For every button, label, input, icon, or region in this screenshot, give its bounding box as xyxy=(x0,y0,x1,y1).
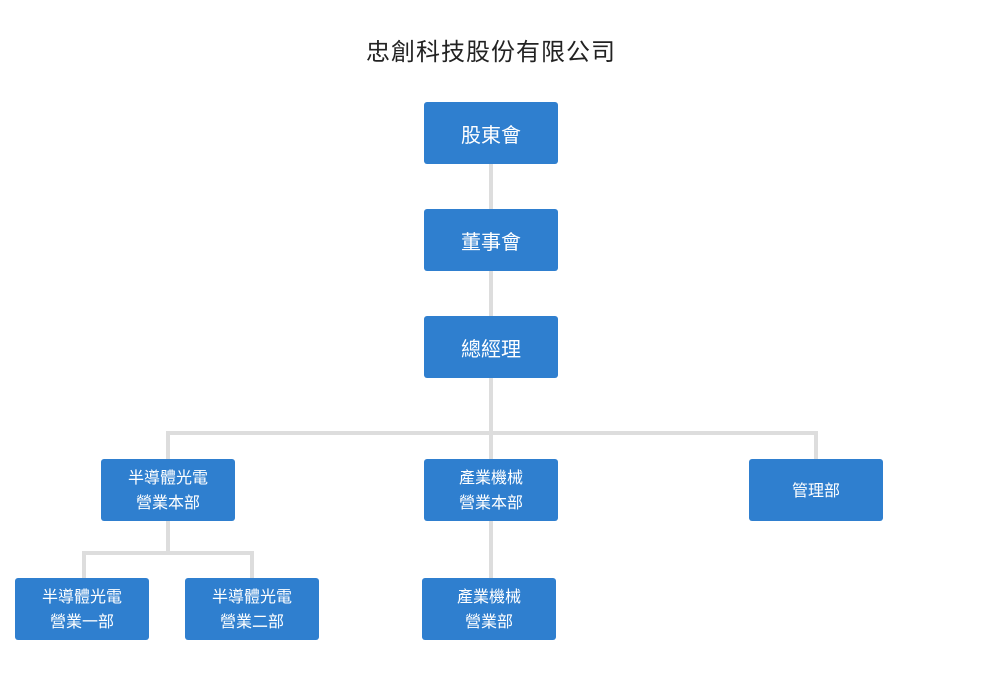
node-industrial-div: 產業機械 營業部 xyxy=(422,578,556,640)
node-industrial-div-line1: 產業機械 xyxy=(456,587,521,606)
node-industrial-hq-line1: 產業機械 xyxy=(458,468,523,487)
node-semi-div1-line1: 半導體光電 xyxy=(41,587,122,606)
node-general-manager: 總經理 xyxy=(424,316,558,378)
node-semi-hq-line2: 營業本部 xyxy=(135,493,200,512)
node-admin-label: 管理部 xyxy=(791,480,840,500)
node-industrial-div-line2: 營業部 xyxy=(464,612,513,631)
node-semi-hq: 半導體光電 營業本部 xyxy=(101,459,235,521)
node-general-manager-label: 總經理 xyxy=(461,336,521,361)
node-semi-hq-line1: 半導體光電 xyxy=(127,468,208,487)
node-shareholders-label: 股東會 xyxy=(461,122,521,147)
node-semi-div1-line2: 營業一部 xyxy=(49,612,114,631)
node-board: 董事會 xyxy=(424,209,558,271)
node-semi-div1: 半導體光電 營業一部 xyxy=(15,578,149,640)
chart-title: 忠創科技股份有限公司 xyxy=(366,38,616,66)
node-shareholders: 股東會 xyxy=(424,102,558,164)
node-board-label: 董事會 xyxy=(461,229,521,254)
node-semi-div2-line1: 半導體光電 xyxy=(211,587,292,606)
node-admin: 管理部 xyxy=(749,459,883,521)
node-industrial-hq: 產業機械 營業本部 xyxy=(424,459,558,521)
node-semi-div2-line2: 營業二部 xyxy=(219,612,284,631)
node-semi-div2: 半導體光電 營業二部 xyxy=(185,578,319,640)
node-industrial-hq-line2: 營業本部 xyxy=(458,493,523,512)
